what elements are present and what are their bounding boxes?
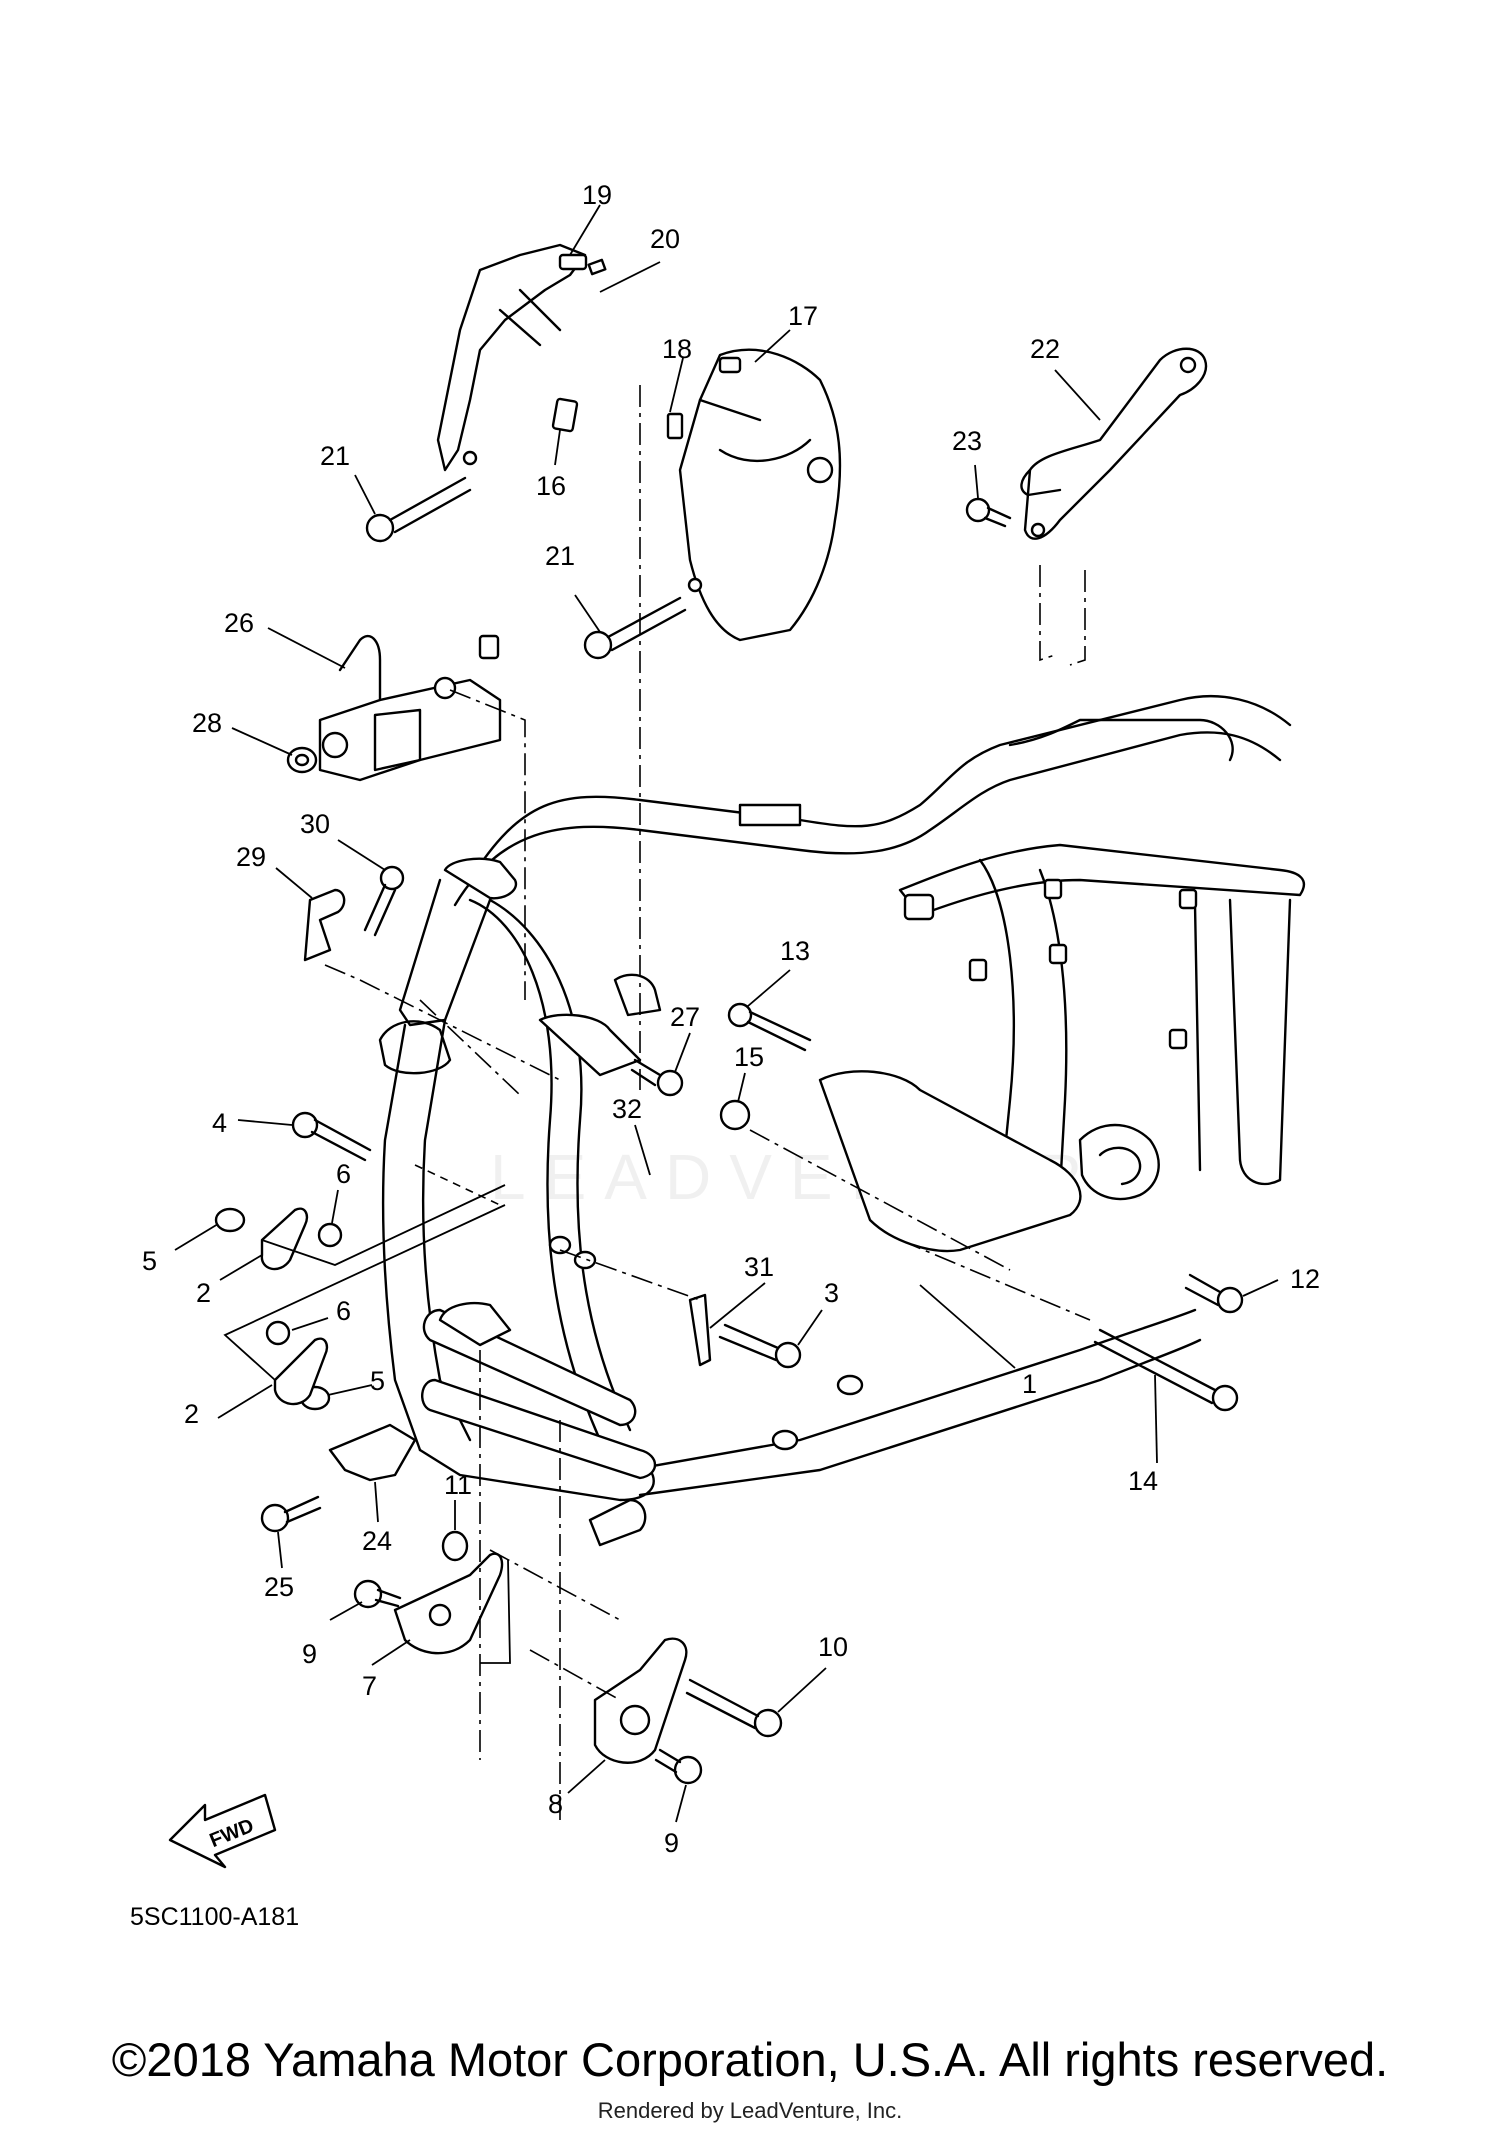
- callout-1: 1: [1022, 1369, 1037, 1399]
- callout-30: 30: [300, 809, 330, 839]
- leader-lines: [174, 204, 1279, 1823]
- copyright-notice: ©2018 Yamaha Motor Corporation, U.S.A. A…: [111, 2033, 1389, 2086]
- callout-28: 28: [192, 708, 222, 738]
- callout-20: 20: [650, 224, 680, 254]
- callout-9-right: 9: [664, 1828, 679, 1858]
- callout-5-lower: 5: [370, 1366, 385, 1396]
- callout-13: 13: [780, 936, 810, 966]
- callout-32: 32: [612, 1094, 642, 1124]
- callout-10: 10: [818, 1632, 848, 1662]
- callout-15: 15: [734, 1042, 764, 1072]
- fwd-arrow: FWD: [168, 1793, 277, 1869]
- callout-8: 8: [548, 1789, 563, 1819]
- callout-21-top: 21: [320, 441, 350, 471]
- part-17-cover: [666, 348, 842, 642]
- main-frame: [378, 694, 1306, 1547]
- callout-numbers: 19 20 17 18 22 23 21 16 21 26 28 30 29 1…: [130, 180, 1320, 1931]
- part-19-bracket: [436, 243, 607, 472]
- callout-18: 18: [662, 334, 692, 364]
- bolts: [214, 476, 1244, 1785]
- callout-6-upper: 6: [336, 1159, 351, 1189]
- callout-23: 23: [952, 426, 982, 456]
- part-29-clamp: [303, 888, 346, 962]
- diagram-part-code: 5SC1100-A181: [130, 1903, 299, 1931]
- rendered-by-credit: Rendered by LeadVenture, Inc.: [597, 2098, 903, 2123]
- callout-7: 7: [362, 1671, 377, 1701]
- callout-29: 29: [236, 842, 266, 872]
- callout-21-lower: 21: [545, 541, 575, 571]
- callout-2-upper: 2: [196, 1278, 211, 1308]
- callout-6-lower: 6: [336, 1296, 351, 1326]
- callout-5-upper: 5: [142, 1246, 157, 1276]
- callout-3: 3: [824, 1278, 839, 1308]
- callout-11: 11: [444, 1470, 472, 1500]
- callout-25: 25: [264, 1572, 294, 1602]
- part-22-strap: [1020, 347, 1208, 540]
- callout-14: 14: [1128, 1466, 1158, 1496]
- callout-16: 16: [536, 471, 566, 501]
- callout-24: 24: [362, 1526, 392, 1556]
- callout-31: 31: [744, 1252, 774, 1282]
- callout-9-left: 9: [302, 1639, 317, 1669]
- frame-exploded-diagram: FWD 19 20 17 18 22 23 21 16 21 26 28 30 …: [130, 180, 1320, 1931]
- assembly-centerlines: [324, 385, 1091, 1820]
- callout-12: 12: [1290, 1264, 1320, 1294]
- callout-4: 4: [212, 1108, 227, 1138]
- part-26-box: [318, 634, 502, 782]
- callout-26: 26: [224, 608, 254, 638]
- callout-19: 19: [582, 180, 612, 210]
- callout-17: 17: [788, 301, 818, 331]
- callout-27: 27: [670, 1002, 700, 1032]
- part-28-grommet: [286, 746, 318, 774]
- callout-2-lower: 2: [184, 1399, 199, 1429]
- callout-22: 22: [1030, 334, 1060, 364]
